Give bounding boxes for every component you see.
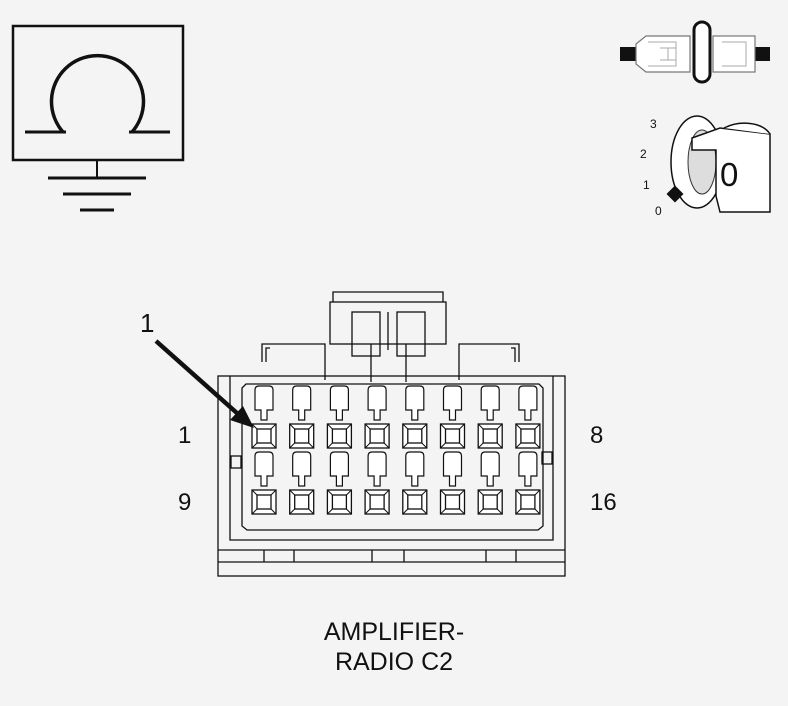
ignition-position-2: 2 <box>640 147 647 161</box>
pin-cavity-10 <box>289 451 315 515</box>
ignition-position-1: 1 <box>643 178 650 192</box>
pin-label-1: 1 <box>178 422 191 449</box>
connector-caption-line-2: RADIO C2 <box>334 648 454 676</box>
pin-cavity-16 <box>515 451 541 515</box>
ohmmeter-ground-icon <box>11 24 185 212</box>
pin-cavity-13 <box>402 451 428 515</box>
ignition-position-3: 3 <box>650 117 657 131</box>
pin-cavity-15 <box>477 451 503 515</box>
connector-icon <box>620 20 770 84</box>
pin-cavity-4 <box>364 385 390 449</box>
pin-cavity-1 <box>251 385 277 449</box>
ignition-position-0: 0 <box>655 204 662 218</box>
ignition-key-label: 0 <box>720 156 738 193</box>
pin-cavity-11 <box>326 451 353 515</box>
pin-cavity-7 <box>477 385 503 449</box>
pin-label-16: 16 <box>590 489 617 516</box>
pin-cavity-5 <box>402 385 428 449</box>
pin-cavity-3 <box>326 385 353 449</box>
pin-cavity-14 <box>439 451 466 515</box>
callout-number: 1 <box>140 308 154 338</box>
pin-cavity-9 <box>251 451 277 515</box>
ignition-key-icon: 3 2 1 0 0 <box>640 115 771 218</box>
pin-label-9: 9 <box>178 489 191 516</box>
pin-cavity-8 <box>515 385 541 449</box>
pin-cavity-6 <box>439 385 466 449</box>
pin-cavity-12 <box>364 451 390 515</box>
pin-1-callout-arrow <box>154 339 254 428</box>
pin-label-8: 8 <box>590 422 603 449</box>
pin-cavities <box>251 385 541 515</box>
connector-caption-line-1: AMPLIFIER- <box>323 618 465 646</box>
connector-housing <box>217 291 566 577</box>
pin-cavity-2 <box>289 385 315 449</box>
